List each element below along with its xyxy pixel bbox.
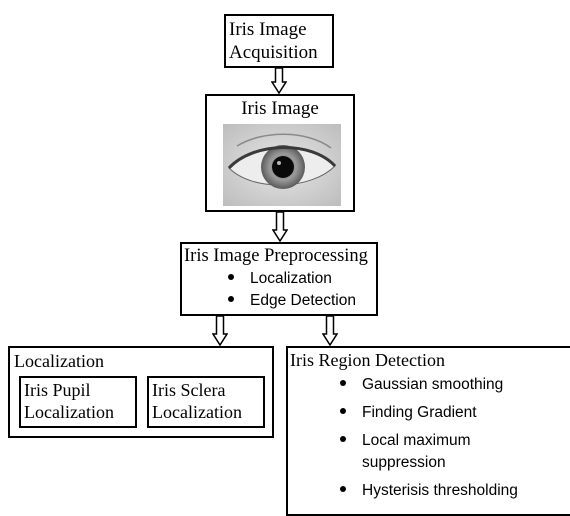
localization-title: Localization (14, 351, 104, 371)
preprocessing-title: Iris Image Preprocessing (184, 246, 368, 266)
bullet-dot (340, 485, 346, 492)
bullet-gaussian-smoothing: Gaussian smoothing (340, 376, 503, 394)
eye-photo (223, 124, 341, 206)
pupil-localization-node: Iris Pupil Localization (19, 376, 137, 428)
bullet-dot (340, 435, 346, 442)
bullet-hysterisis-thresholding: Hysterisis thresholding (340, 482, 518, 500)
acquisition-node: Iris Image Acquisition (224, 14, 334, 68)
bullet-localization: Localization (228, 270, 332, 288)
acquisition-line2: Acquisition (229, 42, 318, 63)
bullet-dot (228, 295, 234, 302)
preprocessing-node: Iris Image Preprocessing Localization Ed… (180, 242, 378, 316)
bullet-finding-gradient: Finding Gradient (340, 404, 477, 422)
bullet-edge-detection: Edge Detection (228, 292, 356, 310)
region-detection-title: Iris Region Detection (290, 350, 445, 370)
bullet-dot (340, 379, 346, 386)
localization-node: Localization Iris Pupil Localization Iri… (8, 346, 274, 438)
iris-image-node: Iris Image (205, 94, 355, 212)
bullet-dot (228, 273, 234, 280)
sclera-localization-node: Iris Sclera Localization (147, 376, 265, 428)
arrow-acq-to-image (271, 68, 287, 94)
bullet-suppression-continuation: suppression (362, 454, 446, 471)
arrow-preprocessing-to-region-detection (322, 316, 338, 346)
bullet-dot (340, 407, 346, 414)
arrow-image-to-preprocessing (272, 212, 288, 242)
acquisition-line1: Iris Image (229, 19, 307, 40)
arrow-preprocessing-to-localization (212, 316, 228, 346)
iris-image-title: Iris Image (241, 98, 319, 119)
bullet-local-maximum: Local maximum (340, 432, 471, 450)
region-detection-node: Iris Region Detection Gaussian smoothing… (286, 346, 570, 516)
